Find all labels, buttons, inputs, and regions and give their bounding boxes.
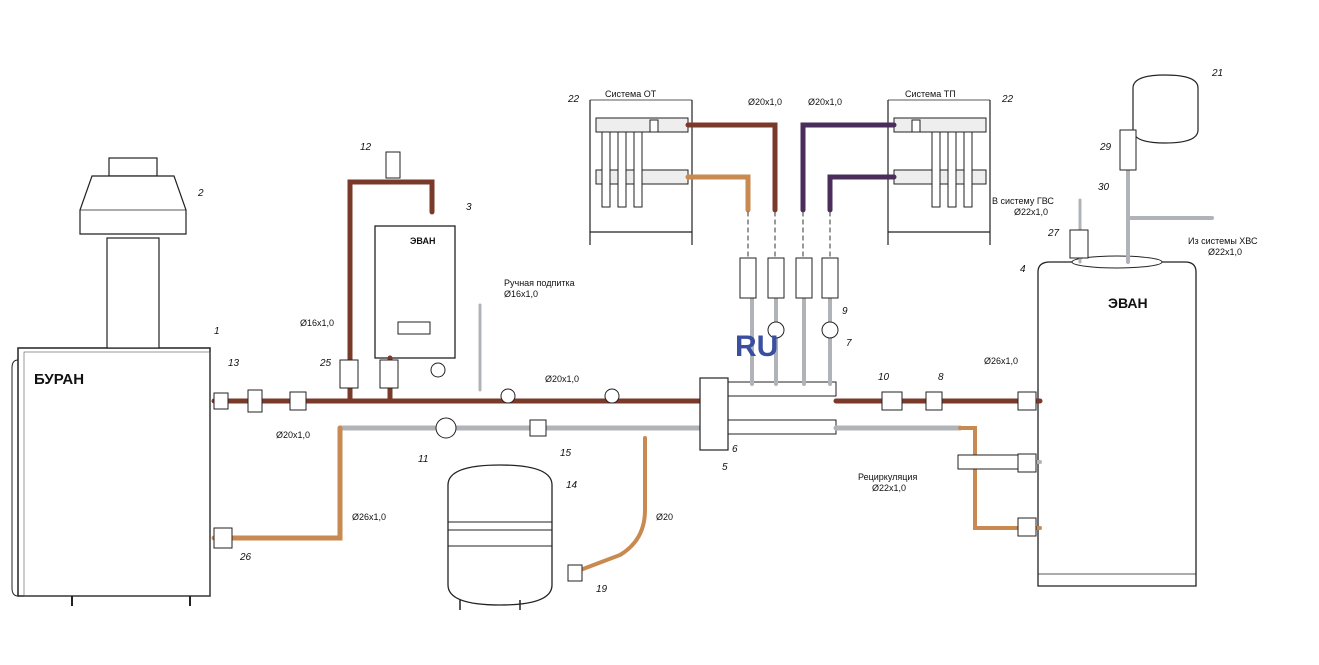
dhw-expansion-tank: 21 xyxy=(1132,68,1223,144)
recirculation-size: Ø22х1,0 xyxy=(872,483,906,493)
manifold-left-title: Система ОТ xyxy=(605,89,657,99)
recirculation-label: Рециркуляция xyxy=(858,472,917,482)
indirect-water-heater: ЭВАН 4 xyxy=(1020,255,1197,587)
pipe-label-boiler: Ø20х1,0 xyxy=(276,430,310,440)
water-heater-brand: ЭВАН xyxy=(1108,295,1148,311)
pipe-label-top-right: Ø20х1,0 xyxy=(808,97,842,107)
callout-13: 13 xyxy=(228,358,240,369)
callout-6: 6 xyxy=(732,444,738,455)
expansion-tank-callout: 14 xyxy=(566,480,578,491)
callout-9: 9 xyxy=(842,306,848,317)
callout-30: 30 xyxy=(1098,182,1110,193)
solid-boiler-callout: 1 xyxy=(214,326,220,337)
dhw-supply-label: В систему ГВС xyxy=(992,196,1054,206)
solid-fuel-boiler: БУРАН 1 xyxy=(11,326,220,606)
callout-19: 19 xyxy=(596,584,608,595)
callout-12: 12 xyxy=(360,142,372,153)
pipe-labels: Ручная подпитка Ø16х1,0 Ø20х1,0 Ø20х1,0 … xyxy=(276,97,1258,522)
pipe-label-top-left: Ø20х1,0 xyxy=(748,97,782,107)
makeup-size-label: Ø16х1,0 xyxy=(504,289,538,299)
chimney-callout: 2 xyxy=(197,188,204,199)
pipe-label-tee: Ø20х1,0 xyxy=(545,374,579,384)
manifold-right-title: Система ТП xyxy=(905,89,956,99)
dhw-tank-callout: 21 xyxy=(1211,68,1223,79)
water-heater-callout: 4 xyxy=(1020,264,1026,275)
fittings xyxy=(213,129,1137,582)
callout-25: 25 xyxy=(319,358,332,369)
solid-boiler-brand: БУРАН xyxy=(34,371,84,388)
pipe-label-26-bottom: Ø26х1,0 xyxy=(352,512,386,522)
manifold-left-callout: 22 xyxy=(567,94,580,105)
manifold-right-callout: 22 xyxy=(1001,94,1014,105)
callout-15: 15 xyxy=(560,448,572,459)
cold-water-label: Из системы ХВС xyxy=(1188,236,1258,246)
callout-26: 26 xyxy=(239,552,252,563)
callout-7: 7 xyxy=(846,338,852,349)
pipe-label-26-right: Ø26х1,0 xyxy=(984,356,1018,366)
callout-29: 29 xyxy=(1099,142,1112,153)
manifold-right: Система ТП 22 xyxy=(887,89,1014,245)
wall-boiler: ЭВАН 3 xyxy=(374,202,472,359)
dhw-supply-size: Ø22х1,0 xyxy=(1014,207,1048,217)
pipe-label-16: Ø16х1,0 xyxy=(300,318,334,328)
wall-boiler-callout: 3 xyxy=(466,202,472,213)
watermark: RU xyxy=(735,330,778,363)
callout-8: 8 xyxy=(938,372,944,383)
callout-10: 10 xyxy=(878,372,890,383)
pipe-label-flex: Ø20 xyxy=(656,512,673,522)
callout-5: 5 xyxy=(722,462,728,473)
callout-11: 11 xyxy=(418,454,428,465)
chimney: 2 xyxy=(79,157,204,349)
makeup-label: Ручная подпитка xyxy=(504,278,575,288)
heating-expansion-tank: 14 xyxy=(447,464,578,610)
callout-numbers: 5 6 7 8 9 10 11 12 13 15 19 25 26 27 29 … xyxy=(228,142,1112,595)
wall-boiler-brand: ЭВАН xyxy=(410,236,435,246)
manifold-left: Система ОТ 22 xyxy=(567,89,693,245)
cold-water-size: Ø22х1,0 xyxy=(1208,247,1242,257)
callout-27: 27 xyxy=(1047,228,1060,239)
